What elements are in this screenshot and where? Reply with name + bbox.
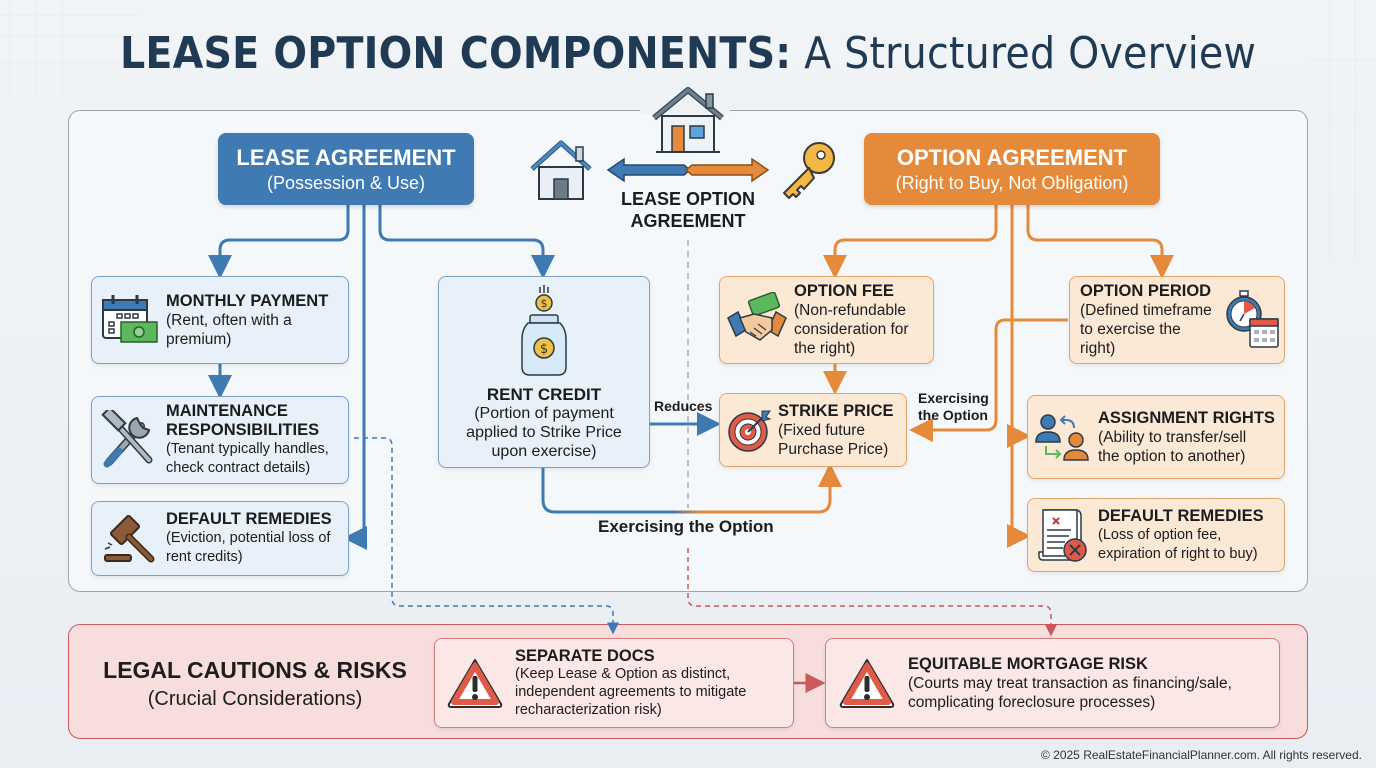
exercising-bottom-label: Exercising the Option	[598, 517, 774, 536]
center-label-line1: LEASE OPTION	[620, 189, 755, 209]
monthly-payment-card: MONTHLY PAYMENT(Rent, often with a premi…	[91, 276, 349, 364]
strike-price-title: STRIKE PRICE	[778, 401, 894, 420]
option-period-card: OPTION PERIOD (Defined timeframe to exerc…	[1069, 276, 1285, 364]
warning-icon	[839, 659, 895, 708]
equitable-mortgage-desc: (Courts may treat transaction as financi…	[908, 674, 1232, 711]
option-agreement-subtitle: (Right to Buy, Not Obligation)	[895, 173, 1129, 193]
maintenance-desc: (Tenant typically handles, check contrac…	[166, 441, 329, 476]
assignment-rights-card: ASSIGNMENT RIGHTS(Ability to transfer/se…	[1027, 395, 1285, 479]
house-icon	[530, 140, 592, 200]
separate-docs-title: SEPARATE DOCS	[515, 647, 655, 665]
exercising-side-label: Exercising the Option	[918, 390, 989, 424]
svg-text:$: $	[540, 342, 548, 357]
wrench-hammer-icon	[101, 410, 153, 468]
option-fee-card: OPTION FEE (Non-refundable consideration …	[719, 276, 934, 364]
title-light: A Structured Overview	[791, 28, 1257, 79]
rent-credit-desc: (Portion of payment applied to Strike Pr…	[466, 405, 622, 460]
key-icon	[783, 142, 835, 199]
rent-credit-card: $ $ RENT CREDIT(Portion of payment appli…	[438, 276, 650, 468]
handshake-money-icon	[727, 292, 787, 341]
exercising-side-line2: the Option	[918, 407, 988, 423]
calendar-money-icon	[102, 295, 158, 343]
exercising-side-line1: Exercising	[918, 390, 989, 406]
equitable-mortgage-title: EQUITABLE MORTGAGE RISK	[908, 654, 1148, 673]
strike-price-card: STRIKE PRICE(Fixed future Purchase Price…	[719, 393, 907, 467]
strike-price-desc: (Fixed future Purchase Price)	[778, 421, 889, 458]
assignment-rights-title: ASSIGNMENT RIGHTS	[1098, 408, 1275, 427]
house-large-icon	[652, 87, 724, 153]
monthly-payment-desc: (Rent, often with a premium)	[166, 311, 292, 348]
transfer-people-icon	[1035, 414, 1089, 461]
page-title: LEASE OPTION COMPONENTS: A Structured Ov…	[0, 28, 1376, 79]
double-arrow-icon	[606, 157, 770, 183]
rent-credit-title: RENT CREDIT	[486, 385, 602, 404]
lease-option-agreement-label: LEASE OPTION AGREEMENT	[600, 188, 776, 232]
legal-cautions-subtitle: (Crucial Considerations)	[147, 688, 363, 710]
monthly-payment-title: MONTHLY PAYMENT	[166, 291, 329, 310]
option-fee-desc: (Non-refundable consideration for the ri…	[794, 302, 909, 357]
document-x-icon	[1038, 509, 1087, 562]
lease-default-remedies-desc: (Eviction, potential loss of rent credit…	[166, 530, 331, 565]
assignment-rights-desc: (Ability to transfer/sell the option to …	[1098, 428, 1247, 465]
separate-docs-desc: (Keep Lease & Option as distinct, indepe…	[515, 666, 747, 718]
maintenance-card: MAINTENANCE RESPONSIBILITIES(Tenant typi…	[91, 396, 349, 484]
target-icon	[728, 410, 772, 452]
lease-agreement-title: LEASE AGREEMENT	[236, 145, 456, 170]
maintenance-title: MAINTENANCE RESPONSIBILITIES	[166, 402, 320, 439]
option-agreement-title: OPTION AGREEMENT	[896, 145, 1128, 170]
warning-icon	[447, 659, 503, 708]
lease-agreement-subtitle: (Possession & Use)	[266, 173, 426, 193]
option-period-title: OPTION PERIOD	[1080, 282, 1212, 300]
lease-default-remedies-title: DEFAULT REMEDIES	[166, 510, 332, 528]
option-agreement-header: OPTION AGREEMENT (Right to Buy, Not Obli…	[864, 133, 1160, 205]
separate-docs-card: SEPARATE DOCS(Keep Lease & Option as dis…	[434, 638, 794, 728]
svg-text:$: $	[541, 297, 548, 310]
legal-cautions-title: LEGAL CAUTIONS & RISKS	[103, 657, 407, 683]
gavel-icon	[104, 514, 155, 562]
lease-default-remedies-card: DEFAULT REMEDIES (Eviction, potential los…	[91, 501, 349, 576]
option-fee-title: OPTION FEE	[794, 282, 894, 300]
option-default-remedies-title: DEFAULT REMEDIES	[1098, 506, 1264, 525]
reduces-label: Reduces	[654, 398, 713, 414]
equitable-mortgage-card: EQUITABLE MORTGAGE RISK(Courts may treat…	[825, 638, 1280, 728]
center-label-line2: AGREEMENT	[630, 211, 746, 231]
legal-cautions-heading: LEGAL CAUTIONS & RISKS (Crucial Consider…	[92, 657, 418, 711]
stopwatch-calendar-icon	[1226, 290, 1279, 348]
option-default-remedies-card: DEFAULT REMEDIES(Loss of option fee, exp…	[1027, 498, 1285, 572]
coin-jar-icon: $ $	[521, 285, 567, 376]
lease-agreement-header: LEASE AGREEMENT (Possession & Use)	[218, 133, 474, 205]
option-default-remedies-desc: (Loss of option fee, expiration of right…	[1098, 526, 1258, 562]
option-period-desc: (Defined timeframe to exercise the right…	[1080, 302, 1212, 357]
copyright-notice: © 2025 RealEstateFinancialPlanner.com. A…	[1040, 748, 1362, 762]
title-bold: LEASE OPTION COMPONENTS:	[119, 28, 792, 79]
